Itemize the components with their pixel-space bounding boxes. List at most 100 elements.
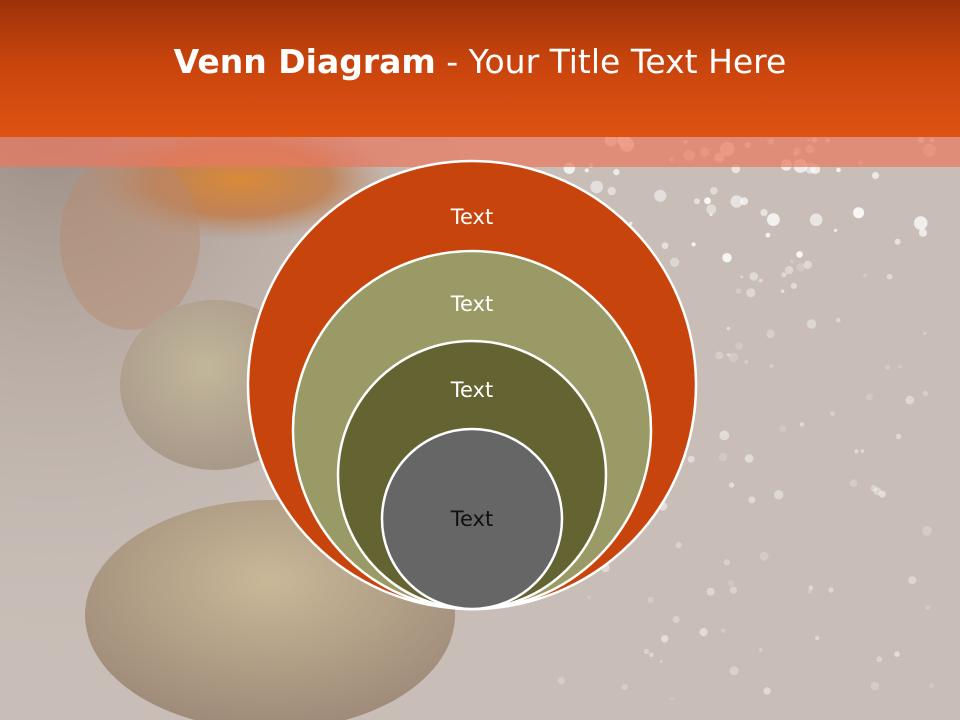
- bubble: [706, 587, 715, 596]
- bubble: [672, 616, 680, 624]
- bubble: [709, 213, 713, 217]
- title-bar: [0, 0, 960, 137]
- bubble: [779, 425, 786, 432]
- bubble: [873, 487, 882, 496]
- bubble: [744, 454, 754, 463]
- bubble: [853, 207, 865, 219]
- bubble: [659, 660, 663, 663]
- bubble: [780, 289, 785, 294]
- bubble: [687, 455, 695, 463]
- bubble: [767, 213, 780, 227]
- circle-outer-label: Text: [450, 205, 493, 229]
- bubble: [661, 242, 669, 250]
- bubble: [721, 628, 726, 633]
- bubble: [885, 365, 891, 370]
- bubble: [860, 449, 865, 453]
- bubble: [719, 430, 730, 441]
- circle-second-label: Text: [450, 292, 493, 316]
- bubble: [913, 216, 928, 230]
- bubble: [706, 204, 717, 215]
- bubble: [796, 263, 806, 272]
- slide-title: Venn Diagram - Your Title Text Here: [0, 40, 960, 84]
- bubble: [670, 697, 674, 701]
- bubble: [759, 551, 769, 561]
- bubble: [769, 364, 774, 368]
- bubble: [774, 490, 784, 500]
- bubble: [675, 542, 682, 549]
- bubble: [796, 251, 803, 258]
- bubble: [669, 257, 680, 267]
- bubble: [808, 585, 814, 591]
- circle-third-label: Text: [450, 378, 493, 402]
- bubble: [781, 272, 787, 278]
- bubble: [905, 395, 914, 405]
- bubble: [870, 681, 880, 691]
- bubble: [925, 605, 931, 610]
- bubble: [790, 259, 794, 264]
- bubble: [590, 180, 603, 194]
- bubble: [758, 278, 763, 283]
- bubble: [643, 648, 650, 655]
- bubble: [728, 352, 739, 362]
- bubble: [744, 360, 749, 364]
- bubble: [922, 390, 929, 397]
- circle-inner-label: Text: [450, 507, 493, 531]
- bubble: [908, 576, 917, 585]
- bubble: [735, 342, 743, 351]
- bubble: [740, 275, 744, 279]
- bubble: [803, 260, 813, 269]
- bubble: [726, 326, 731, 331]
- bubble: [649, 652, 654, 658]
- bubble: [693, 198, 700, 205]
- bubble: [661, 635, 669, 643]
- bubble: [728, 482, 735, 488]
- bubble: [710, 187, 718, 195]
- bubble: [836, 167, 841, 173]
- bubble: [863, 273, 867, 278]
- bubble: [806, 319, 817, 329]
- bubble: [809, 213, 823, 227]
- bubble: [746, 288, 756, 298]
- bubble: [621, 684, 628, 691]
- bubble: [758, 648, 763, 652]
- bubble: [866, 393, 873, 401]
- bubble: [799, 422, 805, 427]
- bubble: [749, 272, 758, 281]
- bubble: [922, 526, 932, 536]
- bubble: [807, 589, 813, 594]
- bubble: [828, 587, 834, 593]
- bubble: [718, 452, 728, 462]
- bubble: [613, 168, 620, 176]
- bubble: [784, 266, 794, 275]
- title-rest-part: - Your Title Text Here: [435, 42, 787, 81]
- bubble: [728, 580, 734, 587]
- bubble: [923, 331, 927, 335]
- bubble: [691, 242, 696, 247]
- bubble: [830, 411, 835, 416]
- bubble: [726, 353, 731, 357]
- bubble: [918, 228, 928, 237]
- bubble: [894, 651, 900, 657]
- bubble: [876, 656, 883, 663]
- bubble: [748, 496, 756, 504]
- bubble: [730, 195, 743, 208]
- bubble: [815, 636, 820, 641]
- bubble: [928, 683, 934, 688]
- bubble: [729, 666, 739, 676]
- bubble: [587, 595, 592, 600]
- bubble: [871, 171, 880, 180]
- bubble: [723, 559, 730, 566]
- bubble: [729, 586, 738, 594]
- bubble: [870, 485, 878, 492]
- bubble: [790, 282, 797, 289]
- bubble: [836, 317, 841, 323]
- bubble: [895, 433, 902, 440]
- bubble: [607, 186, 616, 196]
- bubble: [894, 238, 901, 245]
- bubble: [833, 228, 838, 233]
- bubble: [722, 253, 732, 263]
- bubble: [878, 490, 886, 498]
- bubble: [699, 628, 708, 637]
